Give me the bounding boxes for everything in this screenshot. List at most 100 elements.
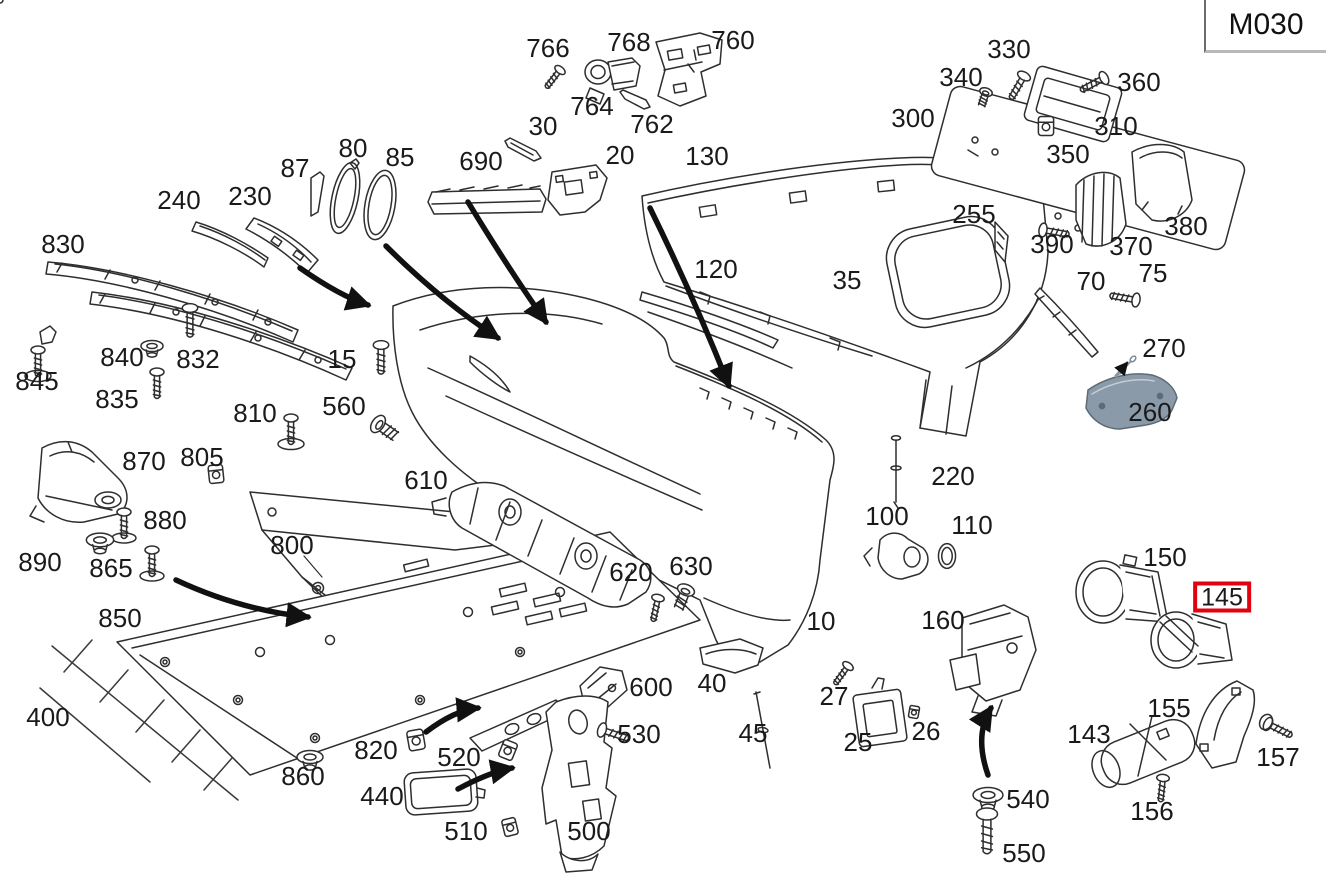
part-label-600[interactable]: 600 — [629, 672, 673, 702]
sketch-bracket-20 — [548, 165, 607, 215]
part-label-870[interactable]: 870 — [122, 446, 166, 476]
part-label-150[interactable]: 150 — [1143, 542, 1187, 572]
part-label-835[interactable]: 835 — [95, 384, 139, 414]
part-label-85[interactable]: 85 — [385, 142, 415, 172]
part-label-865[interactable]: 865 — [89, 553, 133, 583]
sketch-strip-762 — [620, 90, 650, 109]
flow-arrows — [176, 202, 991, 789]
part-label-330[interactable]: 330 — [987, 34, 1031, 64]
part-label-850[interactable]: 850 — [98, 603, 142, 633]
sketch-part-260 — [1086, 374, 1177, 429]
sketch-sliver-255 — [995, 222, 1008, 262]
sketch-strip-230 — [246, 218, 318, 273]
part-label-500[interactable]: 500 — [567, 816, 611, 846]
part-label-766[interactable]: 766 — [526, 33, 570, 63]
part-label-890[interactable]: 890 — [18, 547, 62, 577]
part-label-620[interactable]: 620 — [609, 557, 653, 587]
part-label-762[interactable]: 762 — [630, 109, 674, 139]
sketch-bracket-160 — [950, 605, 1036, 716]
part-label-630[interactable]: 630 — [669, 551, 713, 581]
part-label-510[interactable]: 510 — [444, 816, 488, 846]
part-label-810[interactable]: 810 — [233, 398, 277, 428]
sketch-bracket-760 — [656, 33, 722, 106]
part-label-75[interactable]: 75 — [1138, 258, 1168, 288]
part-label-40[interactable]: 40 — [697, 668, 727, 698]
part-label-520[interactable]: 520 — [437, 742, 481, 772]
sketch-strip-240 — [192, 222, 268, 267]
sketch-carrier-130 — [642, 157, 1048, 436]
mini-arrow-270 — [1114, 361, 1127, 376]
part-label-110[interactable]: 110 — [951, 510, 993, 540]
sketch-trim-155 — [1196, 681, 1254, 768]
part-label-540[interactable]: 540 — [1006, 784, 1050, 814]
part-label-87[interactable]: 87 — [280, 153, 310, 183]
part-label-805[interactable]: 805 — [180, 442, 224, 472]
part-label-832[interactable]: 832 — [176, 344, 220, 374]
part-label-610[interactable]: 610 — [404, 465, 448, 495]
sketch-bracket-870 — [30, 442, 127, 523]
part-label-360[interactable]: 360 — [1117, 67, 1161, 97]
part-label-550[interactable]: 550 — [1002, 838, 1046, 868]
part-label-156[interactable]: 156 — [1130, 796, 1174, 826]
part-label-270[interactable]: 270 — [1142, 333, 1186, 363]
part-label-155[interactable]: 155 — [1147, 693, 1191, 723]
part-label-800[interactable]: 800 — [270, 530, 314, 560]
part-label-768[interactable]: 768 — [607, 27, 651, 57]
part-label-240[interactable]: 240 — [157, 185, 201, 215]
part-label-845[interactable]: 845 — [15, 366, 59, 396]
part-label-10[interactable]: 10 — [806, 606, 836, 636]
part-label-130[interactable]: 130 — [685, 141, 729, 171]
sketch-hatch-400 — [40, 640, 238, 800]
part-label-100[interactable]: 100 — [865, 501, 909, 531]
part-label-440[interactable]: 440 — [360, 781, 404, 811]
sketch-tailpipe-150 — [1076, 555, 1168, 623]
part-label-220[interactable]: 220 — [931, 461, 975, 491]
sketch-strip-120 — [640, 292, 792, 368]
sketch-molding-690 — [428, 185, 546, 214]
part-label-160[interactable]: 160 — [921, 605, 965, 635]
part-label-830[interactable]: 830 — [41, 229, 85, 259]
part-label-860[interactable]: 860 — [281, 761, 325, 791]
part-label-300[interactable]: 300 — [891, 103, 935, 133]
part-label-120[interactable]: 120 — [694, 254, 738, 284]
diagram-code: M030 — [1228, 8, 1304, 41]
part-label-20[interactable]: 20 — [605, 140, 635, 170]
part-label-25[interactable]: 25 — [843, 727, 873, 757]
part-label-690[interactable]: 690 — [459, 146, 503, 176]
part-label-255[interactable]: 255 — [952, 199, 996, 229]
part-label-380[interactable]: 380 — [1164, 211, 1208, 241]
part-label-70[interactable]: 70 — [1076, 266, 1106, 296]
part-label-15[interactable]: 15 — [327, 344, 357, 374]
part-label-45[interactable]: 45 — [738, 718, 768, 748]
part-label-310[interactable]: 310 — [1094, 111, 1138, 141]
part-label-145[interactable]: 145 — [1193, 581, 1251, 613]
part-label-560[interactable]: 560 — [322, 391, 366, 421]
diagram-code-box: M030 — [1204, 0, 1326, 53]
part-label-880[interactable]: 880 — [143, 505, 187, 535]
part-label-760[interactable]: 760 — [711, 25, 755, 55]
part-label-764[interactable]: 764 — [570, 91, 614, 121]
part-label-27[interactable]: 27 — [819, 681, 849, 711]
part-label-350[interactable]: 350 — [1046, 139, 1090, 169]
sketch-absorber-610 — [432, 483, 651, 607]
part-label-530[interactable]: 530 — [617, 719, 661, 749]
part-label-30[interactable]: 30 — [528, 111, 558, 141]
part-label-26[interactable]: 26 — [911, 716, 941, 746]
part-label-260[interactable]: 260 — [1128, 397, 1172, 427]
sketch-muffler-143 — [1087, 714, 1201, 792]
part-label-157[interactable]: 157 — [1256, 742, 1300, 772]
part-label-820[interactable]: 820 — [354, 735, 398, 765]
part-label-400[interactable]: 400 — [26, 702, 70, 732]
part-label-80[interactable]: 80 — [338, 133, 368, 163]
part-label-143[interactable]: 143 — [1067, 719, 1111, 749]
part-label-370[interactable]: 370 — [1109, 231, 1153, 261]
sketch-panel-850 — [117, 532, 700, 775]
sketch-sensor-100 — [864, 533, 928, 579]
part-label-390[interactable]: 390 — [1030, 229, 1074, 259]
part-label-35[interactable]: 35 — [832, 265, 862, 295]
sketch-tailpipe-145 — [1151, 612, 1232, 668]
sketch-box-440 — [404, 769, 485, 816]
part-label-230[interactable]: 230 — [228, 181, 272, 211]
part-label-840[interactable]: 840 — [100, 342, 144, 372]
part-label-340[interactable]: 340 — [939, 62, 983, 92]
